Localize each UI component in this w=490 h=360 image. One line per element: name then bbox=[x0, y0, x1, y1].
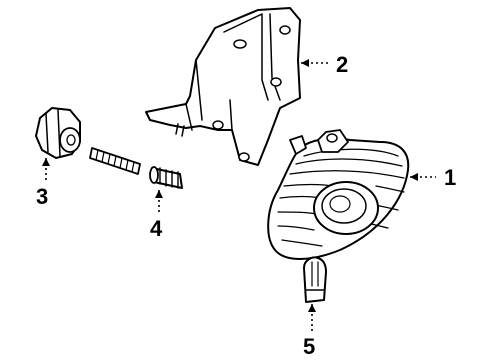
mounting-bracket bbox=[145, 7, 301, 166]
callout-5: 5 bbox=[303, 304, 316, 359]
callout-number-3: 3 bbox=[36, 184, 48, 209]
bulb bbox=[303, 256, 327, 303]
spring bbox=[149, 166, 183, 189]
callout-number-5: 5 bbox=[303, 334, 315, 359]
callout-1: 1 bbox=[410, 165, 456, 190]
callout-3: 3 bbox=[36, 158, 50, 209]
callout-number-2: 2 bbox=[336, 52, 348, 77]
callout-number-4: 4 bbox=[150, 216, 163, 241]
adjuster-nut bbox=[35, 107, 81, 159]
callout-2: 2 bbox=[301, 52, 348, 77]
lamp-assembly bbox=[267, 129, 410, 260]
adjusting-screw bbox=[89, 147, 141, 175]
callout-number-1: 1 bbox=[444, 165, 456, 190]
callout-4: 4 bbox=[150, 190, 163, 241]
